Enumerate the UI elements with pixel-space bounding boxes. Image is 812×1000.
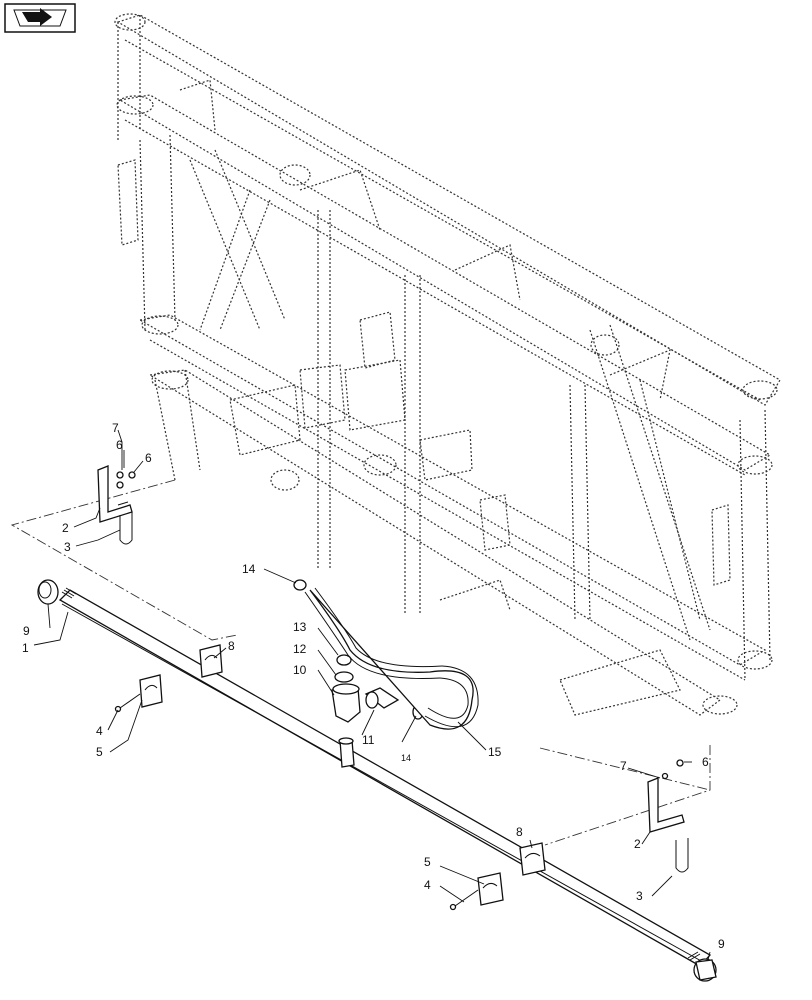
clamp-upper <box>199 644 223 678</box>
callout-13: 13 <box>293 620 307 634</box>
end-cap-right <box>693 958 717 982</box>
u-bolt-left <box>119 512 133 545</box>
callout-7: 7 <box>620 759 627 773</box>
next-page-icon[interactable] <box>4 3 76 33</box>
callout-10: 10 <box>293 663 307 677</box>
bolt-right <box>449 889 479 911</box>
hose-clamp-upper <box>293 579 307 591</box>
callout-2: 2 <box>634 837 641 851</box>
callout-5: 5 <box>96 745 103 759</box>
end-cap-left <box>37 579 59 605</box>
callout-1: 1 <box>22 641 29 655</box>
callout-7: 7 <box>112 421 119 435</box>
callout-3: 3 <box>636 889 643 903</box>
callout-14: 14 <box>242 562 256 576</box>
nut-left-b <box>128 471 136 479</box>
hose-barb-fitting <box>364 687 400 709</box>
clamp-half-right <box>477 872 504 906</box>
callout-11: 11 <box>362 733 375 747</box>
nut-right <box>676 759 684 767</box>
callout-6: 6 <box>145 451 152 465</box>
callout-14: 14 <box>401 753 411 763</box>
bolt-left <box>114 693 141 713</box>
callout-9: 9 <box>718 937 725 951</box>
callout-6: 6 <box>116 438 123 452</box>
callout-6: 6 <box>702 755 709 769</box>
clamp-half-left <box>139 674 163 708</box>
clamp-lower <box>519 842 546 876</box>
callout-8: 8 <box>516 825 523 839</box>
elbow-fitting <box>331 683 361 723</box>
callout-labels: 7 6 6 2 3 14 9 1 8 13 12 10 4 5 11 14 15… <box>22 421 725 951</box>
callout-3: 3 <box>64 540 71 554</box>
reducer-bushing <box>334 654 354 683</box>
callout-5: 5 <box>424 855 431 869</box>
callout-8: 8 <box>228 639 235 653</box>
u-bolt-right <box>675 838 689 873</box>
hose <box>304 587 479 730</box>
callout-9: 9 <box>23 624 30 638</box>
callout-12: 12 <box>293 642 307 656</box>
boom-frame <box>114 13 781 716</box>
nut-left-a <box>116 471 124 479</box>
washer-left <box>116 481 124 489</box>
mount-bracket-left <box>97 465 133 523</box>
callout-15: 15 <box>488 745 502 759</box>
reference-lines <box>10 479 711 846</box>
washer-right <box>661 772 669 780</box>
callout-2: 2 <box>62 521 69 535</box>
callout-4: 4 <box>96 724 103 738</box>
callout-4: 4 <box>424 878 431 892</box>
leader-lines <box>33 429 711 961</box>
boom-pipe <box>58 587 712 967</box>
